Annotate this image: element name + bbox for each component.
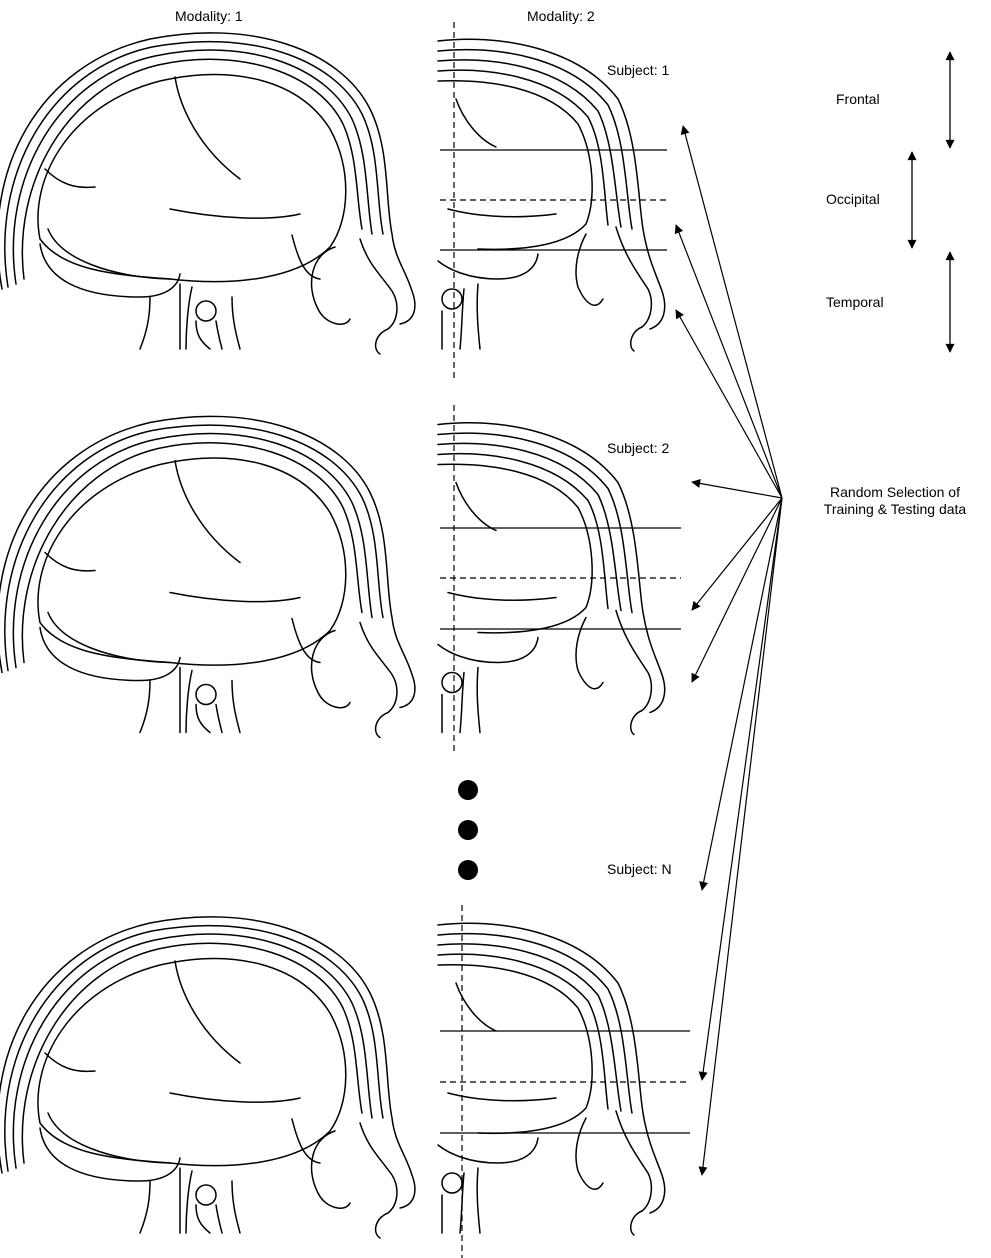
subject-1-group (0, 22, 667, 378)
modality-1-head-subject-2 (0, 416, 415, 737)
selection-arrow (692, 482, 782, 498)
modality-2-head-subject-2 (438, 423, 665, 735)
selection-arrow (702, 498, 782, 1080)
modality-2-head-subject-n (438, 923, 665, 1235)
subject-2-group (0, 405, 681, 752)
selection-arrow (676, 310, 782, 498)
ellipsis-dot (458, 820, 478, 840)
selection-arrow (676, 225, 782, 498)
selection-arrow (683, 126, 782, 498)
subject-n-group (0, 905, 690, 1258)
modality-1-head-subject-n (0, 917, 415, 1238)
ellipsis-dot (458, 780, 478, 800)
selection-arrow (692, 498, 782, 682)
modality-1-head-subject-1 (0, 33, 415, 354)
selection-arrows (676, 126, 782, 1175)
selection-arrow (702, 498, 782, 890)
lobe-legend (912, 52, 950, 352)
ellipsis-dots (458, 780, 478, 880)
modality-2-head-subject-1 (438, 39, 665, 351)
selection-arrow (702, 498, 782, 1175)
ellipsis-dot (458, 860, 478, 880)
